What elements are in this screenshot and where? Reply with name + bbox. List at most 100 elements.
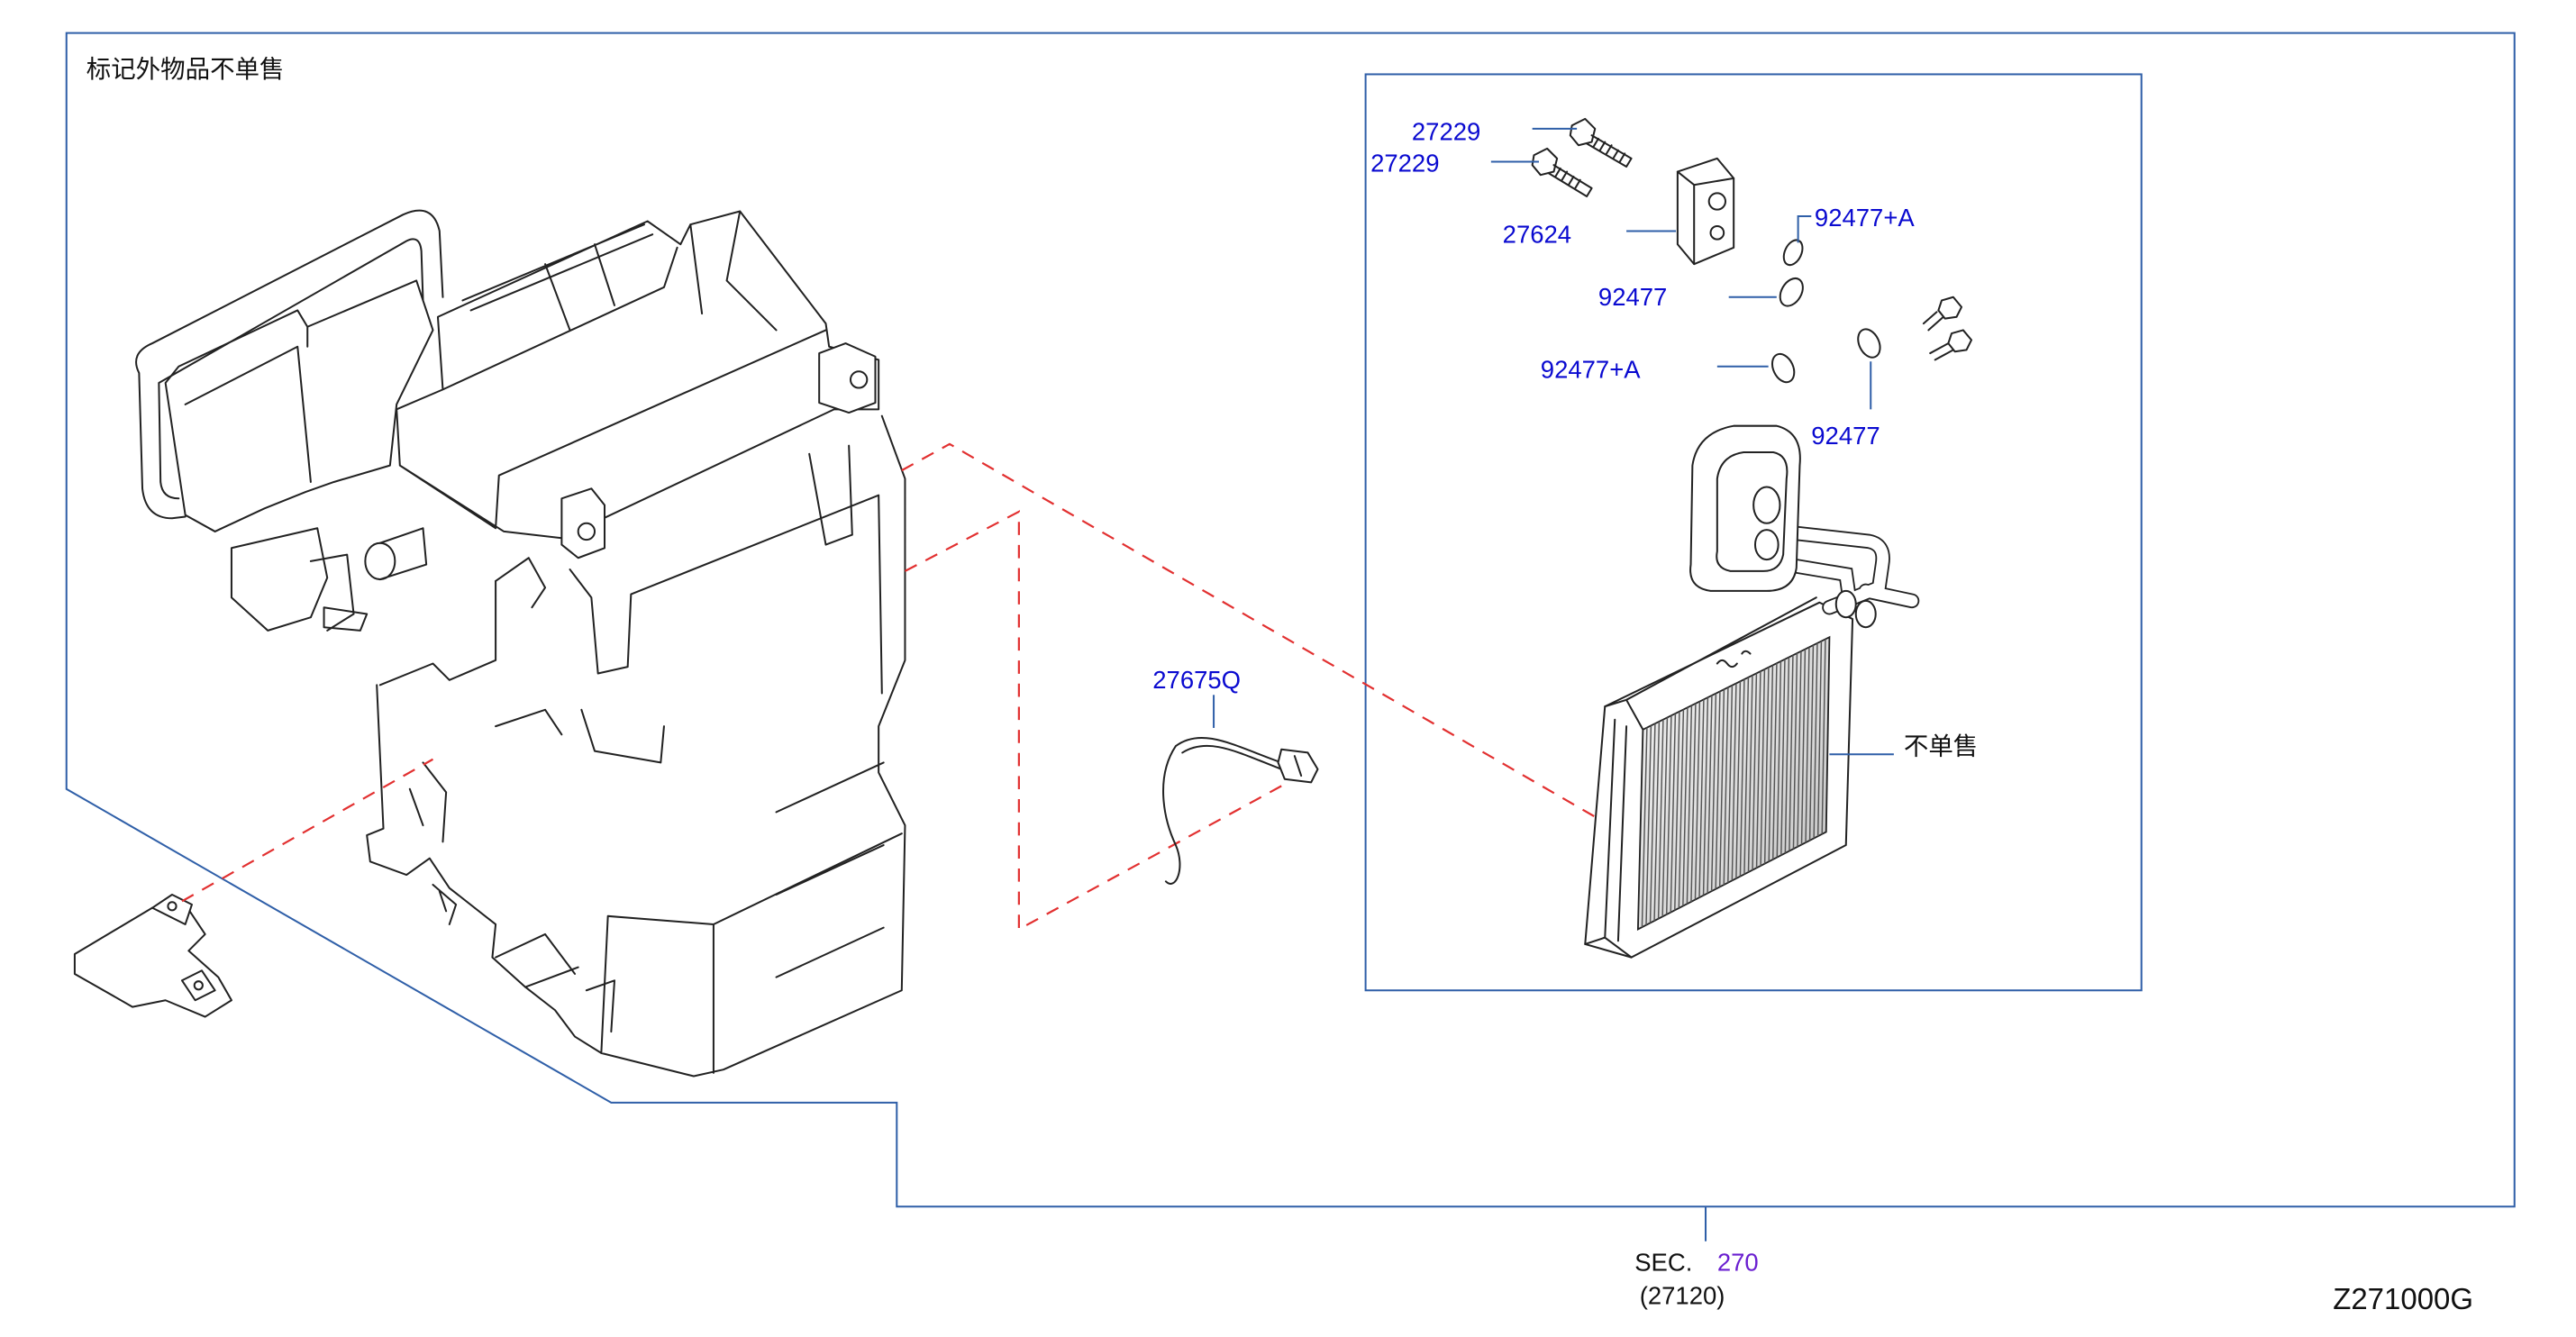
bolt-shank (1547, 164, 1593, 198)
o-ring (1857, 328, 1881, 359)
evaporator-fin (1784, 657, 1790, 853)
o-ring (1779, 277, 1804, 307)
floor-duct-bracket (73, 903, 232, 1018)
figure-id: Z271000G (2333, 1282, 2473, 1315)
evaporator-fin (1739, 679, 1745, 877)
thermo-sensor-wire (1162, 737, 1283, 885)
evaporator-fin (1792, 653, 1798, 850)
evaporator-fin (1808, 645, 1815, 841)
hvac-unit-drawing (135, 209, 906, 1078)
evaporator-pipe (1774, 525, 1918, 614)
evaporator-left-header (1584, 596, 1817, 959)
hvac-mount-bracket-right (818, 342, 877, 414)
evaporator-fin (1698, 699, 1705, 898)
evaporator-fin (1755, 671, 1761, 869)
evaporator-fin (1772, 663, 1778, 860)
small-bolts-drawing (1922, 296, 1972, 361)
expansion-valve-body (1676, 157, 1735, 266)
install-line-sensor (904, 510, 1289, 932)
hvac-top-case (396, 210, 880, 540)
evaporator-drawing (1584, 424, 1920, 959)
evaporator-fin (1723, 687, 1729, 886)
evaporator-fin (1752, 673, 1758, 870)
evaporator-fin (1743, 677, 1750, 875)
hvac-main-body (366, 414, 906, 1078)
evaporator-fin (1768, 665, 1774, 862)
evaporator-fin (1816, 641, 1823, 837)
callout-92477a-mid[interactable]: 92477+A (1541, 356, 1641, 384)
evaporator-fin (1649, 723, 1656, 923)
install-line-evaporator (901, 442, 1599, 820)
evaporator-not-sold-label: 不单售 (1904, 732, 1978, 760)
bolt-27229-a-drawing (1569, 117, 1633, 168)
evaporator-fin (1645, 725, 1652, 925)
evaporator-fin (1686, 705, 1693, 905)
evaporator-fin (1821, 639, 1826, 834)
floor-duct-bracket-hole (193, 980, 204, 991)
o-ring (1770, 352, 1796, 384)
thermo-sensor-wire-2 (1181, 744, 1283, 770)
evaporator-header-bumps (1716, 650, 1752, 668)
evaporator-fin (1731, 683, 1737, 881)
evaporator-pipe-end (1834, 589, 1857, 619)
hvac-drain-pipe (364, 541, 396, 581)
callout-27229-b[interactable]: 27229 (1370, 150, 1439, 177)
hvac-body-ribs (408, 708, 885, 1033)
evaporator-fin (1760, 668, 1766, 866)
evaporator-fin (1797, 650, 1802, 847)
evaporator-fin (1780, 659, 1786, 856)
small-bolt-head (1947, 329, 1972, 353)
evaporator-fin (1805, 647, 1810, 843)
floor-duct-bracket-tab (151, 893, 216, 1002)
evaporator-port (1753, 529, 1780, 561)
expansion-valve-port (1709, 224, 1725, 241)
evaporator-subassembly-frame (1364, 73, 2143, 992)
hvac-mount-hole-left (577, 522, 596, 541)
callout-27229-a[interactable]: 27229 (1412, 118, 1480, 146)
assembly-frame (65, 32, 2516, 1208)
callout-92477-top[interactable]: 92477 (1598, 283, 1667, 311)
hvac-intake-frame (135, 209, 444, 520)
thermo-sensor-connector-detail (1293, 755, 1303, 778)
evaporator-fin (1776, 660, 1782, 858)
evaporator-fin (1789, 655, 1794, 851)
evaporator-fins (1641, 639, 1826, 928)
evaporator-fin (1727, 685, 1734, 883)
evaporator-fin (1682, 707, 1689, 906)
evaporator-fin (1718, 689, 1725, 887)
expansion-valve-edge (1676, 170, 1735, 266)
evaporator-fin (1678, 709, 1685, 908)
section-ref-prefix: SEC. (1634, 1249, 1692, 1277)
o-ring (1782, 239, 1804, 267)
install-line-bracket (181, 758, 434, 903)
callout-92477-right[interactable]: 92477 (1811, 422, 1880, 450)
callout-92477a-top[interactable]: 92477+A (1815, 204, 1915, 232)
callout-leaders (1213, 127, 1872, 1242)
evaporator-fin (1707, 695, 1713, 894)
evaporator-fin (1661, 717, 1669, 917)
not-sold-note: 标记外物品不单售 (86, 55, 285, 84)
evaporator-fin (1674, 711, 1680, 911)
callout-27624[interactable]: 27624 (1503, 220, 1571, 248)
leader-92477a-top (1797, 214, 1812, 243)
bolt-shank (1586, 134, 1633, 168)
section-ref-number[interactable]: 270 (1717, 1249, 1759, 1277)
small-bolt-shank (1929, 342, 1954, 361)
small-bolt-shank (1922, 311, 1944, 332)
evaporator-fin (1657, 719, 1664, 919)
evaporator-pipe-end (1854, 599, 1877, 629)
bolt-27229-b-drawing (1531, 147, 1593, 198)
hvac-drain-pipe-body (378, 527, 428, 581)
evaporator-fin (1813, 642, 1818, 839)
callout-27675q[interactable]: 27675Q (1152, 666, 1241, 694)
evaporator-fin (1690, 703, 1697, 902)
thermo-sensor-drawing (1162, 737, 1319, 885)
evaporator-fin (1653, 721, 1661, 922)
bolt-head (1531, 147, 1559, 177)
evaporator-fin (1800, 649, 1807, 845)
evaporator-fin (1747, 675, 1753, 873)
floor-duct-bracket-drawing (73, 893, 232, 1018)
expansion-valve-port (1707, 192, 1727, 211)
evaporator-fin (1670, 713, 1677, 913)
evaporator-fin (1694, 701, 1701, 900)
